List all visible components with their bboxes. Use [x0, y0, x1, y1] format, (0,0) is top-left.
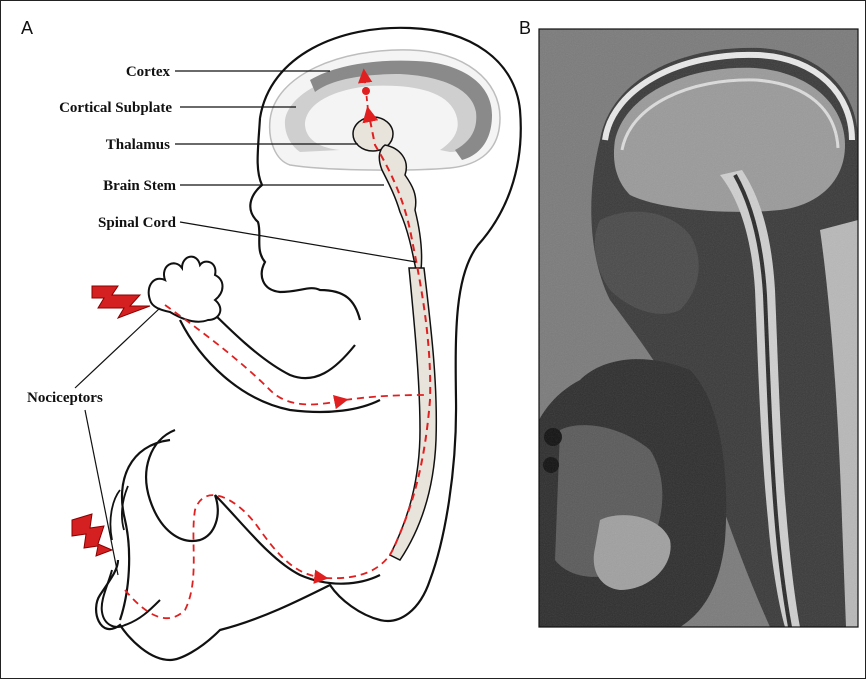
- label-nociceptors: Nociceptors: [27, 390, 103, 406]
- label-brain-stem: Brain Stem: [103, 178, 176, 194]
- label-thalamus: Thalamus: [106, 137, 170, 153]
- label-cortical-subplate: Cortical Subplate: [59, 100, 172, 116]
- lightning-bolt-icon: [72, 514, 112, 556]
- mri-image: [539, 29, 858, 627]
- lightning-bolt-icon: [92, 286, 150, 318]
- fetus-leg-outline: [120, 430, 380, 620]
- label-cortex: Cortex: [126, 64, 171, 80]
- brain-diagram: [270, 50, 500, 560]
- pathway-arm-segment: [345, 395, 428, 400]
- leader-spinal-cord: [180, 222, 416, 262]
- pathway-leg-segment: [325, 545, 395, 578]
- fetus-hand-outline: [149, 257, 223, 322]
- label-spinal-cord: Spinal Cord: [98, 215, 177, 231]
- cortex-endpoint-dot: [362, 87, 370, 95]
- leader-nociceptors-hand: [75, 308, 160, 388]
- fetus-toes-outline: [110, 486, 128, 540]
